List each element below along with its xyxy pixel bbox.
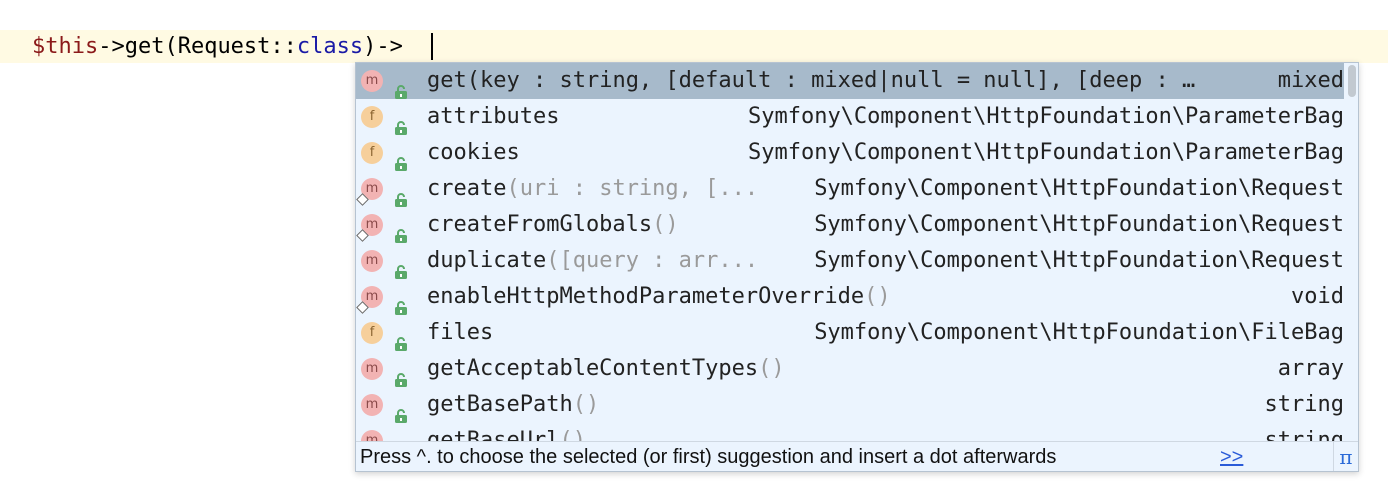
method-icon: m (361, 286, 383, 308)
public-access-icon (394, 363, 408, 387)
item-identifier: attributes (427, 104, 560, 129)
method-icon: m (361, 358, 383, 380)
completion-item-name: cookies (427, 135, 520, 171)
item-parameters: () (559, 428, 586, 441)
public-access-icon (394, 219, 408, 243)
completion-item[interactable]: f cookies Symfony\Component\HttpFoundation… (356, 135, 1344, 171)
item-identifier: files (427, 320, 494, 345)
method-icon: m (361, 214, 383, 236)
text-caret (431, 33, 433, 60)
completion-item-type: Symfony\Component\HttpFoundation\Request (814, 176, 1344, 201)
code-arrow: )-> (363, 34, 403, 59)
completion-item-name: getAcceptableContentTypes() (427, 351, 785, 387)
completion-item-name: getBasePath() (427, 387, 599, 423)
method-icon: m (361, 250, 383, 272)
completion-item[interactable]: m getBasePath() string (356, 387, 1344, 423)
completion-item-type: Symfony\Component\HttpFoundation\FileBag (814, 320, 1344, 345)
completion-list[interactable]: m get(key : string, [default : mixed|null… (356, 63, 1344, 441)
item-identifier: duplicate (427, 248, 547, 273)
completion-item[interactable]: f files Symfony\Component\HttpFoundation\F… (356, 315, 1344, 351)
method-icon: m (361, 394, 383, 416)
public-access-icon (394, 147, 408, 171)
completion-scrollbar[interactable] (1348, 65, 1356, 97)
completion-item[interactable]: m get(key : string, [default : mixed|null… (356, 63, 1344, 99)
completion-item-type: array (1277, 356, 1344, 381)
item-parameters: () (572, 392, 600, 417)
completion-item[interactable]: m enableHttpMethodParameterOverride() void (356, 279, 1344, 315)
field-icon: f (361, 106, 383, 128)
item-parameters: () (758, 356, 785, 381)
completion-item-type: Symfony\Component\HttpFoundation\Request (814, 248, 1344, 273)
public-access-icon (394, 291, 408, 315)
code-keyword: class (296, 34, 364, 59)
item-identifier: createFromGlobals (427, 212, 653, 237)
code-line[interactable]: $this->get(Request::class)-> (32, 32, 403, 62)
item-parameters: ([query : arr... (546, 248, 759, 273)
field-icon: f (361, 322, 383, 344)
completion-item-type: Symfony\Component\HttpFoundation\Paramet… (747, 140, 1344, 165)
completion-item-name: getBaseUrl() (427, 423, 586, 441)
completion-item[interactable]: m getAcceptableContentTypes() array (356, 351, 1344, 387)
completion-item-name: createFromGlobals() (427, 207, 679, 243)
item-identifier: getBasePath (427, 392, 573, 417)
method-icon: m (361, 70, 383, 92)
completion-item-type: Symfony\Component\HttpFoundation\Request (814, 212, 1344, 237)
public-access-icon (394, 399, 408, 423)
public-access-icon (394, 75, 408, 99)
completion-item-name: files (427, 315, 493, 351)
completion-item-name: get(key : string, [default : mixed|null … (427, 63, 1195, 99)
public-access-icon (394, 327, 408, 351)
completion-item-type: mixed (1277, 68, 1344, 93)
item-identifier: getAcceptableContentTypes (427, 356, 759, 381)
public-access-icon (394, 183, 408, 207)
item-identifier: cookies (427, 140, 520, 165)
completion-item-type: Symfony\Component\HttpFoundation\Paramet… (747, 104, 1344, 129)
field-icon: f (361, 142, 383, 164)
completion-item-name: duplicate([query : arr... (427, 243, 758, 279)
completion-footer: Press ^. to choose the selected (or firs… (356, 441, 1358, 471)
item-parameters: (uri : string, [... (506, 176, 759, 201)
completion-item-type: string (1264, 428, 1344, 441)
footer-more-link[interactable]: >> (1220, 446, 1244, 468)
item-parameters: () (864, 284, 891, 309)
completion-popup[interactable]: m get(key : string, [default : mixed|null… (355, 62, 1359, 472)
item-identifier: get (427, 68, 467, 93)
code-variable: $this (32, 34, 99, 59)
completion-item-type: string (1264, 392, 1344, 417)
method-icon: m (361, 178, 383, 200)
completion-item[interactable]: m createFromGlobals() Symfony\Component\Ht… (356, 207, 1344, 243)
public-access-icon (394, 255, 408, 279)
completion-item-type: void (1291, 284, 1344, 309)
method-icon: m (361, 430, 383, 441)
completion-item[interactable]: m duplicate([query : arr... Symfony\Compon… (356, 243, 1344, 279)
pi-icon[interactable]: π (1333, 442, 1358, 471)
footer-hint: Press ^. to choose the selected (or firs… (360, 446, 1057, 468)
current-line-highlight (0, 30, 1388, 63)
item-identifier: create (427, 176, 507, 201)
completion-item[interactable]: m getBaseUrl() string (356, 423, 1344, 441)
item-identifier: getBaseUrl (427, 428, 560, 441)
completion-item[interactable]: f attributes Symfony\Component\HttpFoundat… (356, 99, 1344, 135)
completion-item-name: create(uri : string, [... (427, 171, 758, 207)
item-identifier: enableHttpMethodParameterOverride (427, 284, 865, 309)
item-parameters: () (652, 212, 679, 237)
item-parameters: (key : string, [default : mixed|null = n… (466, 68, 1196, 93)
public-access-icon (394, 111, 408, 135)
completion-item-name: enableHttpMethodParameterOverride() (427, 279, 891, 315)
completion-item-name: attributes (427, 99, 559, 135)
code-call: ->get(Request:: (98, 34, 297, 59)
completion-item[interactable]: m create(uri : string, [... Symfony\Compon… (356, 171, 1344, 207)
